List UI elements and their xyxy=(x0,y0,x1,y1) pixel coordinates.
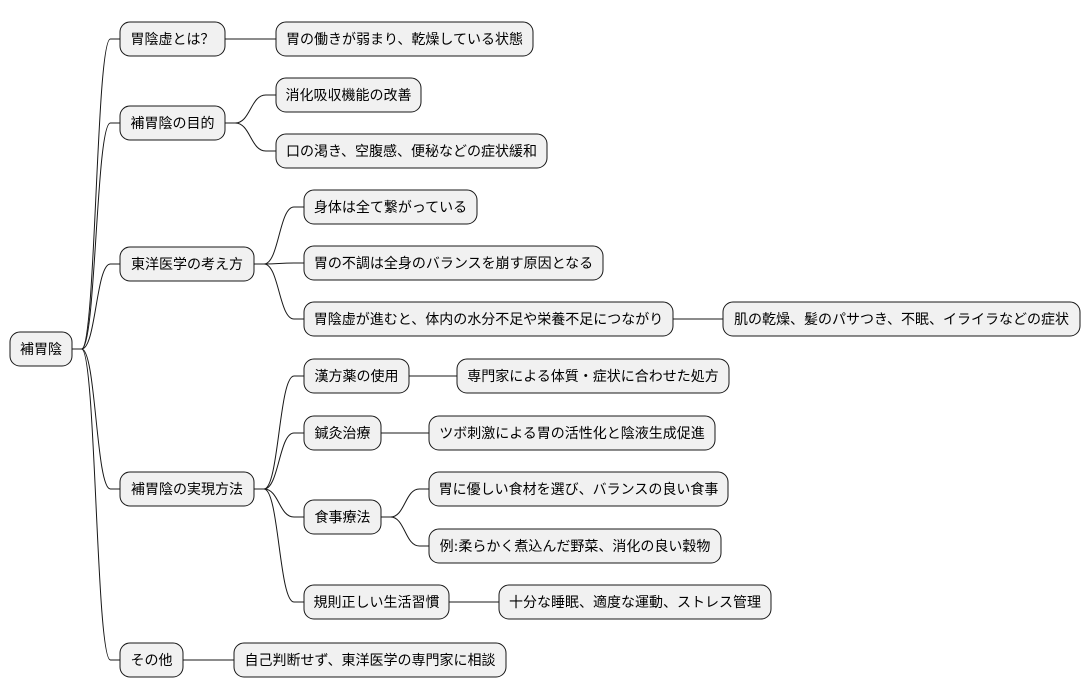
node-box xyxy=(119,642,184,678)
topic-node: 胃陰虚とは？ xyxy=(119,21,226,57)
detail-node: 十分な睡眠、適度な運動、ストレス管理 xyxy=(498,584,772,620)
detail-node: 例:柔らかく煮込んだ野菜、消化の良い穀物 xyxy=(428,528,722,564)
node-label: 食事療法 xyxy=(315,509,371,526)
node-label: 補胃陰の目的 xyxy=(131,116,215,132)
detail-node: ツボ刺激による胃の活性化と陰液生成促進 xyxy=(428,415,716,451)
node-label: 漢方薬の使用 xyxy=(315,368,399,385)
node-label: 鍼灸治療 xyxy=(315,425,371,442)
node-box xyxy=(119,21,226,57)
node-box xyxy=(9,331,73,367)
node-label: 自己判断せず、東洋医学の専門家に相談 xyxy=(244,652,495,669)
node-box xyxy=(275,21,534,57)
subtopic-node: 胃の不調は全身のバランスを崩す原因となる xyxy=(303,245,604,281)
node-box xyxy=(303,301,674,337)
node-box xyxy=(428,528,722,564)
node-label: 補胃陰 xyxy=(20,342,62,358)
node-box xyxy=(428,415,716,451)
node-label: 胃陰虚とは？ xyxy=(131,32,215,48)
connector-line xyxy=(254,488,304,603)
connector-line xyxy=(381,516,429,547)
root-node: 補胃陰 xyxy=(9,331,73,367)
connector-line xyxy=(254,263,304,320)
connector-line xyxy=(72,348,120,661)
connector-line xyxy=(72,122,120,350)
connector-line xyxy=(72,263,120,350)
node-label: その他 xyxy=(131,653,173,669)
node-box xyxy=(303,584,450,620)
subtopic-node: 身体は全て繋がっている xyxy=(303,189,478,225)
node-box xyxy=(119,471,255,507)
connector-line xyxy=(72,38,120,350)
subtopic-node: 食事療法 xyxy=(303,499,382,535)
connector-line xyxy=(225,94,276,124)
node-box xyxy=(303,189,478,225)
connector-line xyxy=(254,488,304,518)
detail-node: 胃に優しい食材を選び、バランスの良い食事 xyxy=(428,471,729,507)
detail-node: 肌の乾燥、髪のパサつき、不眠、イライラなどの症状 xyxy=(722,301,1081,337)
node-label: 胃に優しい食材を選び、バランスの良い食事 xyxy=(439,481,719,498)
topic-node: 補胃陰の目的 xyxy=(119,105,226,141)
node-box xyxy=(303,499,382,535)
node-label: 専門家による体質・症状に合わせた処方 xyxy=(467,368,719,385)
node-box xyxy=(498,584,772,620)
node-box xyxy=(275,133,548,169)
topic-node: 補胃陰の実現方法 xyxy=(119,471,255,507)
subtopic-node: 漢方薬の使用 xyxy=(303,358,410,394)
node-label: 身体は全て繋がっている xyxy=(314,199,467,216)
node-box xyxy=(233,642,507,678)
node-box xyxy=(119,246,255,282)
subtopic-node: 口の渇き、空腹感、便秘などの症状緩和 xyxy=(275,133,548,169)
node-label: 胃の働きが弱まり、乾燥している状態 xyxy=(286,32,523,48)
node-label: 東洋医学の考え方 xyxy=(131,257,243,273)
node-label: ツボ刺激による胃の活性化と陰液生成促進 xyxy=(439,425,705,442)
connector-line xyxy=(225,122,276,152)
connectors xyxy=(72,38,723,661)
node-label: 胃の不調は全身のバランスを崩す原因となる xyxy=(314,255,593,272)
connector-line xyxy=(254,206,304,265)
connector-line xyxy=(381,488,429,518)
connector-line xyxy=(254,375,304,490)
node-box xyxy=(722,301,1081,337)
node-label: 口の渇き、空腹感、便秘などの症状緩和 xyxy=(286,143,537,160)
subtopic-node: 消化吸収機能の改善 xyxy=(275,77,422,113)
node-label: 例:柔らかく煮込んだ野菜、消化の良い穀物 xyxy=(440,539,711,555)
node-box xyxy=(303,358,410,394)
connector-line xyxy=(254,432,304,490)
node-label: 消化吸収機能の改善 xyxy=(286,88,412,104)
node-box xyxy=(119,105,226,141)
node-label: 規則正しい生活習慣 xyxy=(314,594,440,611)
node-label: 胃陰虚が進むと、体内の水分不足や栄養不足につながり xyxy=(314,311,663,328)
node-box xyxy=(428,471,729,507)
node-box xyxy=(456,358,730,394)
node-label: 肌の乾燥、髪のパサつき、不眠、イライラなどの症状 xyxy=(734,312,1069,328)
node-box xyxy=(275,77,422,113)
subtopic-node: 自己判断せず、東洋医学の専門家に相談 xyxy=(233,642,507,678)
connector-line xyxy=(72,348,120,490)
node-box xyxy=(303,245,604,281)
detail-node: 専門家による体質・症状に合わせた処方 xyxy=(456,358,730,394)
subtopic-node: 胃の働きが弱まり、乾燥している状態 xyxy=(275,21,534,57)
topic-node: その他 xyxy=(119,642,184,678)
subtopic-node: 規則正しい生活習慣 xyxy=(303,584,450,620)
subtopic-node: 鍼灸治療 xyxy=(303,415,382,451)
node-box xyxy=(303,415,382,451)
node-label: 補胃陰の実現方法 xyxy=(131,482,243,498)
subtopic-node: 胃陰虚が進むと、体内の水分不足や栄養不足につながり xyxy=(303,301,674,337)
topic-node: 東洋医学の考え方 xyxy=(119,246,255,282)
node-label: 十分な睡眠、適度な運動、ストレス管理 xyxy=(509,594,761,611)
